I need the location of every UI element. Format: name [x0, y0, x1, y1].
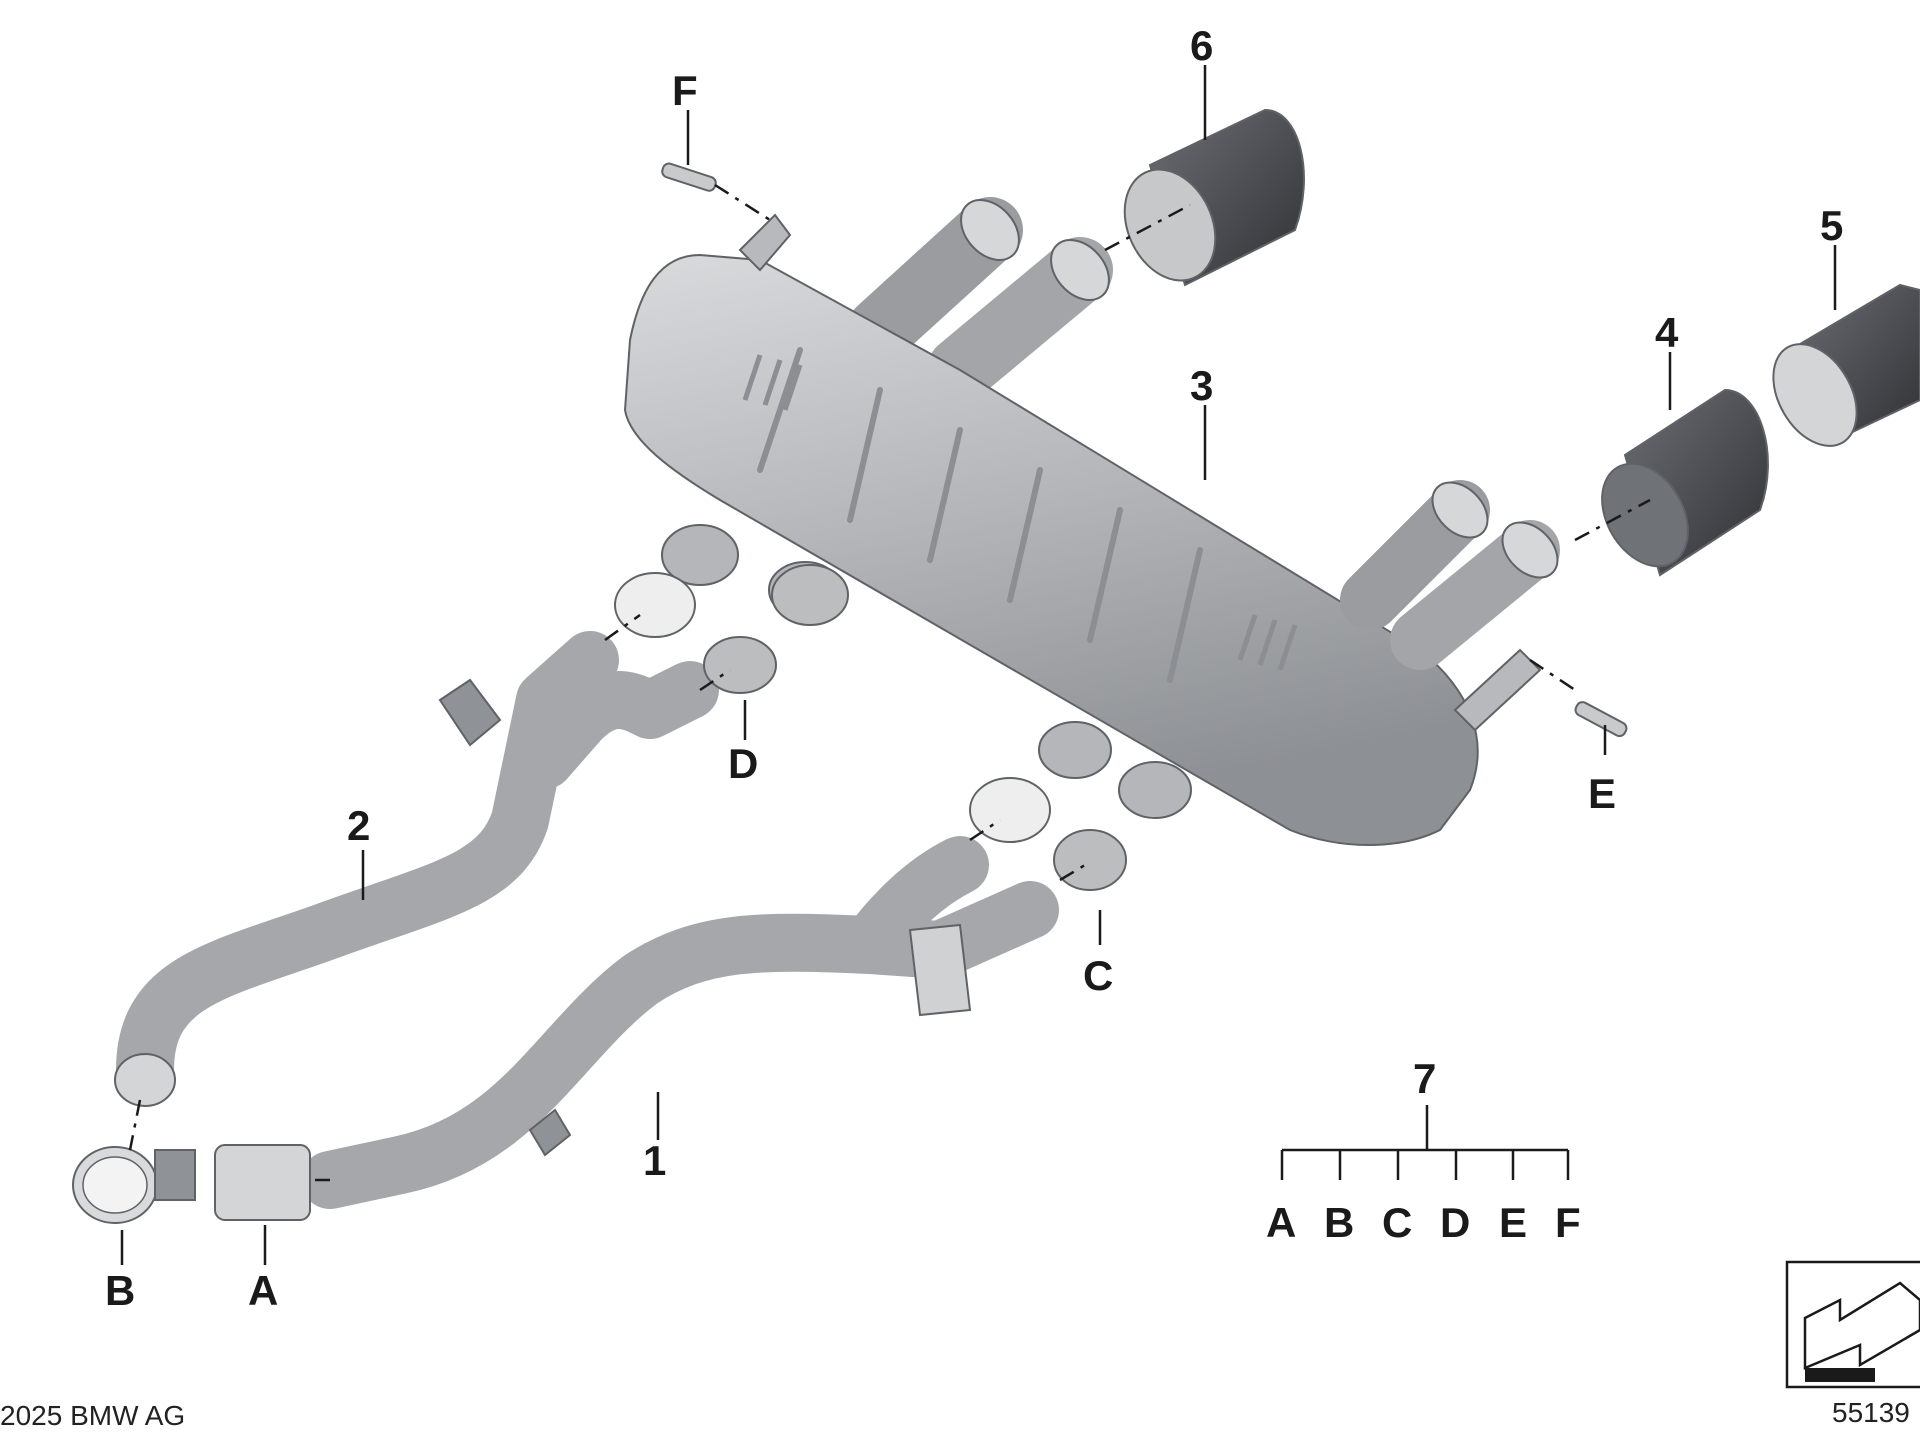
callout-b: B	[105, 1267, 135, 1314]
leader-lines	[120, 65, 1837, 1265]
callout-6: 6	[1190, 22, 1213, 69]
clamp-d-lower	[703, 636, 777, 694]
callout-f: F	[672, 67, 698, 114]
callout-2: 2	[347, 802, 370, 849]
diagram-number: 55139	[1832, 1397, 1910, 1428]
callout-a: A	[248, 1267, 278, 1314]
mount-bracket-lower	[1453, 648, 1542, 732]
pipe-hanger	[528, 1108, 572, 1157]
callout-4: 4	[1655, 309, 1679, 356]
kit-item-a: A	[1266, 1199, 1296, 1246]
tail-trim-6	[1123, 108, 1305, 287]
pipe-flange	[908, 923, 972, 1017]
callout-c: C	[1083, 952, 1113, 999]
callout-e: E	[1588, 770, 1616, 817]
m-logo-emboss	[742, 354, 1298, 671]
muffler-ribs	[757, 347, 1203, 683]
copyright-text: 2025 BMW AG	[0, 1400, 185, 1431]
kit-item-e: E	[1499, 1199, 1527, 1246]
tail-trim-5	[1772, 283, 1920, 447]
front-pipe-left	[114, 631, 719, 1107]
kit-legend-label: 7	[1413, 1055, 1436, 1102]
callout-d: D	[728, 740, 758, 787]
upper-tailpipes	[847, 197, 1113, 403]
mount-bracket-upper	[738, 213, 792, 272]
sleeve-a	[214, 1144, 311, 1221]
bolt-f	[661, 162, 717, 192]
gasket-upper	[614, 572, 696, 638]
callout-1: 1	[643, 1137, 666, 1184]
kit-item-f: F	[1555, 1199, 1581, 1246]
kit-item-b: B	[1324, 1199, 1354, 1246]
callout-5: 5	[1820, 202, 1843, 249]
bolt-e	[1574, 701, 1628, 738]
lower-tailpipes	[1340, 480, 1560, 670]
clamp-c	[1053, 829, 1127, 891]
kit-item-d: D	[1440, 1199, 1470, 1246]
tail-trim-4	[1601, 388, 1769, 577]
front-pipe-right	[301, 836, 1059, 1209]
clamp-b	[72, 1146, 196, 1224]
pipe-bracket	[438, 678, 502, 747]
kit-legend: 7 A B C D E F	[1266, 1055, 1581, 1246]
vehicle-direction-arrow-icon	[1785, 1260, 1920, 1389]
clamp-d-upper	[771, 564, 849, 626]
rear-silencer	[623, 197, 1560, 846]
assembly-lines	[128, 183, 1651, 1182]
callout-3: 3	[1190, 362, 1213, 409]
kit-item-c: C	[1382, 1199, 1412, 1246]
